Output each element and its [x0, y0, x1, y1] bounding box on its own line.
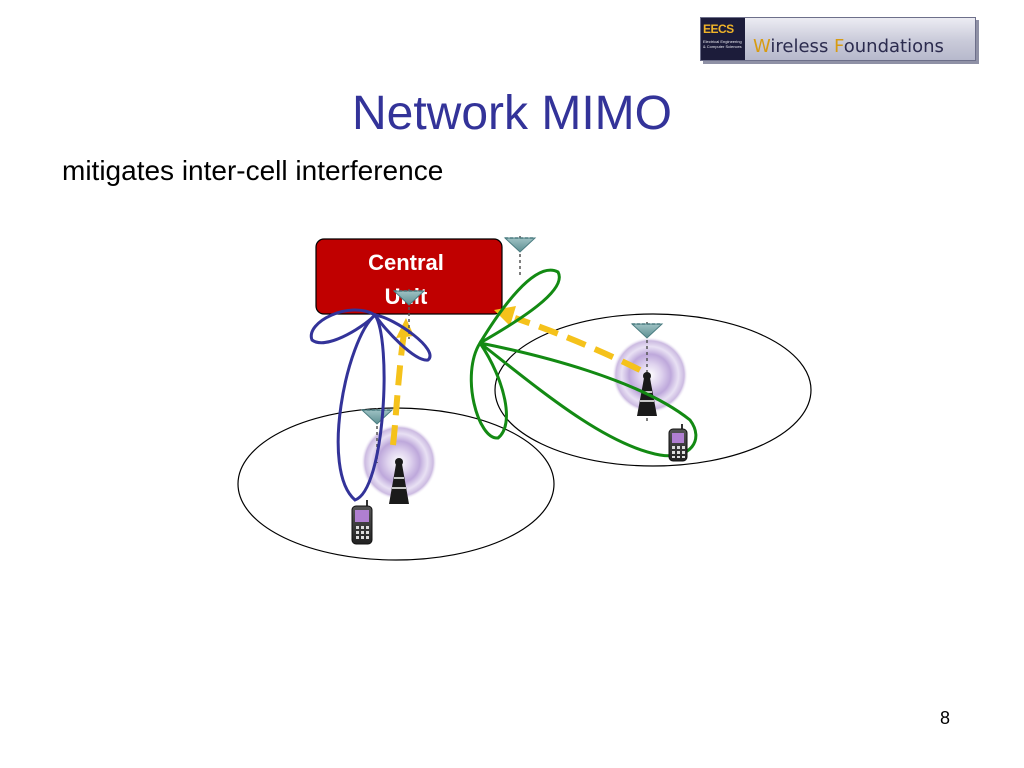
central-unit-label-line1: Central [368, 250, 444, 275]
logo-wordmark-oundations: oundations [843, 36, 944, 57]
eecs-badge: EECS Electrical Engineering & Computer S… [701, 18, 745, 60]
beam-cell-1-side-lobe-left [309, 308, 378, 345]
backhaul-link-2-line [514, 315, 642, 373]
mobile-phone-icon [351, 500, 373, 545]
slide-bullet: mitigates inter-cell interference [62, 155, 444, 186]
eecs-badge-subtitle: Electrical Engineering & Computer Scienc… [703, 39, 745, 49]
logo-wordmark-initial-f: F [834, 36, 844, 57]
tower-icon [389, 458, 409, 504]
beam-cell-2-side-lobe-lower [469, 340, 508, 440]
beam-cell-2-side-lobe-upper [478, 268, 561, 345]
beam-cell-1-main-lobe [336, 312, 386, 502]
antenna-icon [360, 408, 394, 463]
central-unit: Central Unit [315, 238, 503, 315]
logo-wordmark-ireless: ireless [770, 36, 835, 57]
wireless-foundations-logo: EECS Electrical Engineering & Computer S… [700, 17, 976, 61]
mobile-phone-icon [668, 424, 688, 462]
eecs-badge-subtitle-line1: Electrical Engineering [703, 39, 742, 44]
eecs-badge-title: EECS [703, 22, 734, 36]
tower-icon [637, 372, 657, 416]
page-number: 8 [940, 708, 951, 728]
eecs-badge-subtitle-line2: & Computer Sciences [703, 44, 742, 49]
cell-2-boundary [494, 313, 812, 467]
beam-pattern-cell-2 [469, 268, 698, 458]
beam-cell-1-side-lobe-right [371, 313, 432, 362]
beam-pattern-cell-1 [309, 308, 432, 502]
slide-title: Network MIMO [351, 87, 672, 140]
antenna-icon [392, 289, 426, 339]
logo-wordmark-initial-w: W [753, 36, 771, 57]
logo-wordmark: Wireless Foundations [753, 36, 944, 57]
antenna-icon [503, 236, 537, 278]
beam-cell-2-main-lobe [479, 341, 698, 458]
